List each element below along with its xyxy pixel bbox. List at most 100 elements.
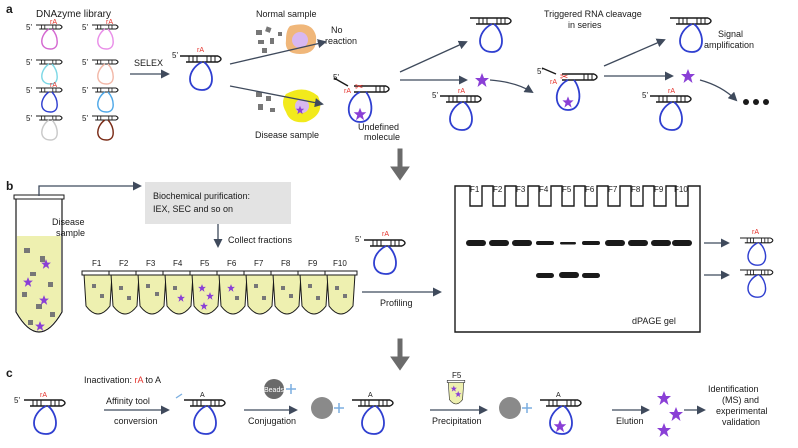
eluted-targets xyxy=(657,391,683,437)
profiling-dnazyme xyxy=(363,239,406,275)
disease-sample-label: Disease sample xyxy=(255,130,319,140)
beads-label: Beads xyxy=(264,387,284,394)
svg-text:5': 5' xyxy=(26,86,32,95)
conjugation-label: Conjugation xyxy=(248,416,296,426)
step-arrow-ab xyxy=(390,148,410,181)
svg-text:rA: rA xyxy=(550,79,557,86)
triggered-1: Triggered RNA cleavage xyxy=(544,9,642,19)
svg-text:F6: F6 xyxy=(585,185,595,194)
svg-text:A: A xyxy=(368,392,373,399)
cleaved-product xyxy=(739,269,774,298)
svg-text:rA: rA xyxy=(50,82,57,89)
svg-text:5': 5' xyxy=(26,23,32,32)
library-title: DNAzyme library xyxy=(36,9,111,20)
svg-text:5': 5' xyxy=(537,67,543,76)
purification-line-2: IEX, SEC and so on xyxy=(153,204,233,214)
svg-text:5': 5' xyxy=(82,114,88,123)
svg-text:F6: F6 xyxy=(227,259,237,268)
elution-label: Elution xyxy=(616,416,644,426)
cascade-dnazyme-3 xyxy=(649,95,692,131)
svg-text:5': 5' xyxy=(355,235,361,244)
bead-icon xyxy=(264,379,296,399)
svg-text:F9: F9 xyxy=(308,259,318,268)
panel-c-label: c xyxy=(6,366,13,380)
svg-text:rA: rA xyxy=(382,231,389,238)
svg-text:5': 5' xyxy=(432,91,438,100)
svg-text:F5: F5 xyxy=(200,259,210,268)
panel-b-label: b xyxy=(6,179,13,193)
profiling-label: Profiling xyxy=(380,298,413,308)
star-icon xyxy=(475,73,489,87)
to-normal-arrow xyxy=(229,39,327,65)
svg-text:F2: F2 xyxy=(119,259,129,268)
svg-text:F10: F10 xyxy=(674,185,688,194)
svg-text:A: A xyxy=(200,392,205,399)
svg-text:rA: rA xyxy=(50,19,57,26)
svg-text:F4: F4 xyxy=(173,259,183,268)
normal-sample-label: Normal sample xyxy=(256,9,317,19)
inactivation-label: Inactivation: rA to A xyxy=(84,375,161,385)
undefined-1: Undefined xyxy=(358,122,399,132)
cleavage-complex xyxy=(333,77,390,123)
cascade-dnazyme-top xyxy=(469,17,512,53)
purification-line-1: Biochemical purification: xyxy=(153,191,250,201)
svg-text:5': 5' xyxy=(642,91,648,100)
to-disease-arrow xyxy=(229,85,324,108)
conjugated-dnazyme xyxy=(351,399,394,435)
svg-text:F1: F1 xyxy=(470,185,480,194)
gel-bands-top xyxy=(466,240,692,246)
svg-text:F4: F4 xyxy=(539,185,549,194)
svg-text:F5: F5 xyxy=(562,185,572,194)
uncleaved-product xyxy=(739,237,774,266)
svg-text:rA: rA xyxy=(106,19,113,26)
dpage-gel xyxy=(454,185,701,333)
original-dnazyme xyxy=(23,399,66,435)
fraction-tubes xyxy=(81,270,358,315)
signal-1: Signal xyxy=(718,29,743,39)
inactive-dnazyme xyxy=(183,399,226,435)
svg-text:F8: F8 xyxy=(631,185,641,194)
triggered-2: in series xyxy=(568,20,602,30)
bead-complex xyxy=(499,397,532,419)
svg-text:F7: F7 xyxy=(254,259,264,268)
svg-text:5': 5' xyxy=(333,73,339,82)
disease-sample xyxy=(256,89,321,123)
svg-text:5': 5' xyxy=(82,23,88,32)
collect-fractions: Collect fractions xyxy=(228,235,293,245)
svg-text:5': 5' xyxy=(26,114,32,123)
svg-text:F3: F3 xyxy=(146,259,156,268)
precipitation-label: Precipitation xyxy=(432,416,482,426)
svg-text:rA: rA xyxy=(752,229,759,236)
svg-text:5': 5' xyxy=(82,58,88,67)
fraction-labels: F1 F2 F3 F4 F5 F6 F7 F8 F9 F10 xyxy=(92,259,347,268)
ellipsis-icon xyxy=(743,99,769,105)
svg-text:A: A xyxy=(556,392,561,399)
svg-text:5': 5' xyxy=(26,58,32,67)
svg-text:F1: F1 xyxy=(92,259,102,268)
cascade-complex-2 xyxy=(541,67,598,111)
affinity-1: Affinity tool xyxy=(106,396,150,406)
signal-2: amplification xyxy=(704,40,754,50)
normal-sample xyxy=(256,24,317,54)
purification-box xyxy=(145,182,291,224)
svg-text:F8: F8 xyxy=(281,259,291,268)
svg-text:F2: F2 xyxy=(493,185,503,194)
svg-text:rA: rA xyxy=(458,88,465,95)
svg-text:F7: F7 xyxy=(608,185,618,194)
disease-label-1: Disease xyxy=(52,217,85,227)
scissors-icon: ✂ xyxy=(355,82,363,93)
no-reaction-1: No xyxy=(331,25,343,35)
bead-conjugate xyxy=(311,397,344,419)
disease-tube xyxy=(13,194,65,333)
ident-3: experimental xyxy=(716,406,768,416)
captured-complex xyxy=(539,399,582,435)
gel-lane-labels: F1 F2 F3 F4 F5 F6 F7 F8 F9 F10 xyxy=(470,185,688,194)
gel-bands-cleaved xyxy=(536,272,600,278)
step-arrow-bc xyxy=(390,338,410,371)
star-icon-2 xyxy=(681,69,695,83)
svg-text:5': 5' xyxy=(172,51,178,60)
f5-tube xyxy=(446,380,466,405)
scissors-icon-2: ✂ xyxy=(560,72,568,83)
svg-text:rA: rA xyxy=(40,392,47,399)
